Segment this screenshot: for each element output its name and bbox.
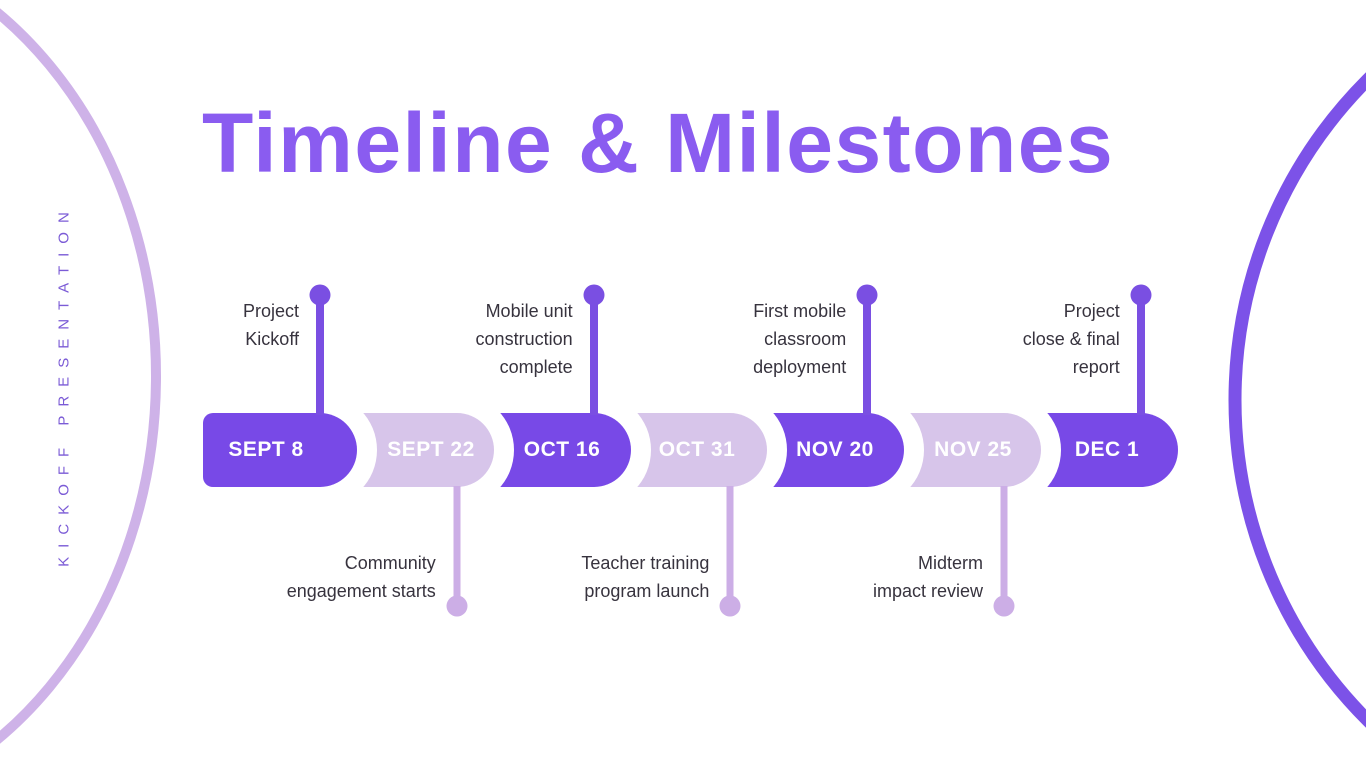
segment-date-label: OCT 16 — [523, 438, 601, 461]
milestone-label-line: program launch — [584, 581, 710, 601]
milestone-label-line: Project — [242, 301, 299, 321]
milestone-label-line: classroom — [764, 329, 847, 349]
milestone-label: First mobile classroom deployment — [753, 297, 846, 381]
right-circle-decoration — [1228, 72, 1366, 728]
timeline-segment-1 — [203, 413, 357, 487]
milestone-dot — [583, 284, 605, 306]
milestone-dot — [856, 284, 878, 306]
milestone-label-line: Teacher training — [581, 553, 710, 573]
milestone-label-line: construction — [475, 329, 573, 349]
milestone-dot — [1130, 284, 1152, 306]
milestone-dot — [446, 595, 468, 617]
segment-date-label: SEPT 8 — [228, 438, 304, 461]
milestone-label: Mobile unit construction complete — [476, 297, 573, 381]
milestone-label-line: close & final — [1022, 329, 1120, 349]
page-title: Timeline & Milestones — [202, 96, 1115, 190]
milestone-connector — [453, 486, 461, 606]
milestone-label-line: First mobile — [753, 301, 847, 321]
milestone-label-line: impact review — [872, 581, 983, 601]
milestone-label-line: Community — [344, 553, 436, 573]
milestone-label: Midterm impact review — [873, 549, 983, 605]
milestone-label: Project close & final report — [1023, 297, 1120, 381]
segment-date-label: DEC 1 — [1074, 438, 1140, 461]
milestone-label-line: Kickoff — [245, 329, 299, 349]
milestone-dot — [309, 284, 331, 306]
segment-date-label: OCT 31 — [658, 438, 736, 461]
milestone-dot — [993, 595, 1015, 617]
milestone-connector — [726, 486, 734, 606]
milestone-connector — [316, 295, 324, 415]
milestone-label-line: Mobile unit — [485, 301, 573, 321]
segment-date-label: NOV 25 — [934, 438, 1012, 461]
milestone-dot — [719, 595, 741, 617]
milestone-label-line: report — [1072, 357, 1120, 377]
milestone-connector — [1136, 295, 1145, 415]
milestone-label-line: engagement starts — [286, 581, 436, 601]
left-ellipse-decoration — [0, 8, 161, 744]
segment-date-label: SEPT 22 — [387, 438, 475, 461]
milestone-label: Community engagement starts — [287, 549, 436, 605]
milestone-label-line: Midterm — [917, 553, 983, 573]
milestone-connector — [589, 295, 598, 415]
segment-date-label: NOV 20 — [796, 438, 874, 461]
side-label: KICKOFF PRESENTATION — [55, 203, 73, 567]
milestone-label-line: Project — [1063, 301, 1120, 321]
milestone-label-line: complete — [499, 357, 573, 377]
milestone-label-line: deployment — [753, 357, 847, 377]
milestone-connector — [863, 295, 872, 415]
milestone-connector — [1000, 486, 1008, 606]
milestone-label: Teacher training program launch — [581, 549, 709, 605]
